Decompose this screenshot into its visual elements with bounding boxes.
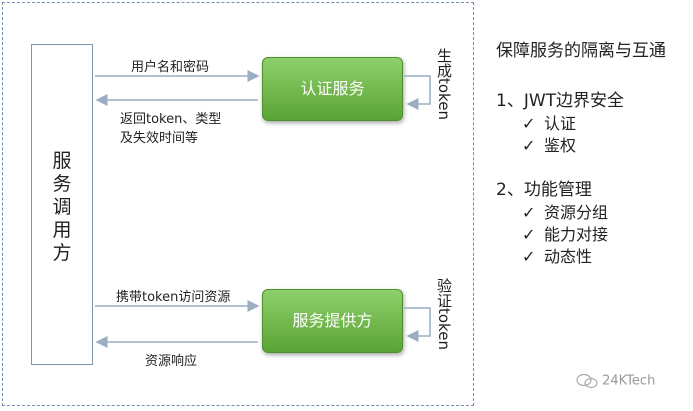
- provider-service-box: 服务提供方: [262, 289, 403, 353]
- check-icon: ✓: [522, 136, 536, 155]
- label-response: 资源响应: [145, 354, 198, 369]
- auth-service-box: 认证服务: [262, 57, 403, 121]
- list-item: ✓动态性: [522, 247, 593, 266]
- check-icon: ✓: [522, 203, 536, 222]
- list-item: ✓资源分组: [522, 203, 609, 222]
- watermark: 24KTech: [576, 373, 655, 389]
- arrow-generate-token: [404, 75, 431, 110]
- section-heading-jwt: 1、JWT边界安全: [496, 91, 625, 111]
- section-heading-function: 2、功能管理: [496, 180, 592, 200]
- diagram-frame: [2, 2, 474, 406]
- list-item: ✓认证: [522, 114, 577, 133]
- wechat-icon: [576, 373, 598, 389]
- list-item: ✓鉴权: [522, 136, 577, 155]
- check-icon: ✓: [522, 114, 536, 133]
- check-icon: ✓: [522, 247, 536, 266]
- panel-title: 保障服务的隔离与互通: [496, 41, 666, 61]
- label-generate-token: 生成token: [435, 48, 453, 120]
- label-verify-token: 验证token: [435, 278, 453, 350]
- caller-box: [31, 44, 93, 365]
- list-item: ✓能力对接: [522, 225, 609, 244]
- label-access: 携带token访问资源: [116, 290, 231, 305]
- arrow-verify-token: [404, 307, 431, 342]
- label-credentials: 用户名和密码: [131, 60, 210, 75]
- caller-label: 服务调用方: [52, 150, 72, 264]
- label-token-return-2: 及失效时间等: [120, 131, 199, 146]
- check-icon: ✓: [522, 225, 536, 244]
- label-token-return-1: 返回token、类型: [120, 112, 222, 127]
